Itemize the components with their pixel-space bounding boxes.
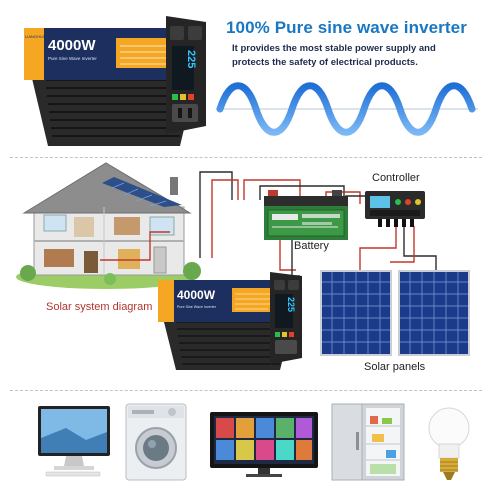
headline-line-1: It provides the most stable power supply…: [232, 43, 436, 54]
washing-machine-image: [125, 403, 187, 481]
house-illustration: [16, 162, 201, 289]
sine-wave-graphic: [216, 74, 478, 144]
inverter-middle-power: 4000W: [177, 288, 216, 302]
section-divider-bottom: [10, 390, 482, 391]
controller-label: Controller: [372, 172, 420, 184]
battery-image: [264, 190, 348, 240]
inverter-middle-model: Pure Sine Wave Inverter: [177, 305, 217, 309]
solar-panels-label: Solar panels: [364, 361, 426, 373]
solar-system-diagram-label: Solar system diagram: [46, 301, 153, 313]
inverter-top-power: 4000W: [48, 37, 96, 54]
television-image: [210, 412, 318, 477]
inverter-top-display: 225: [185, 50, 197, 68]
headline-title: 100% Pure sine wave inverter: [226, 18, 467, 37]
solar-panel-right: [398, 270, 470, 356]
inverter-top-image: 4000W LIANGHUI Pure Sine Wave Inverter 2…: [24, 16, 206, 146]
battery-label: Battery: [294, 240, 329, 252]
inverter-middle-image: 4000W Pure Sine Wave Inverter 225: [158, 272, 302, 370]
controller-image: [365, 191, 425, 227]
inverter-top-brand: LIANGHUI: [25, 34, 44, 39]
solar-panel-left: [320, 270, 392, 356]
computer-monitor-image: [38, 406, 110, 477]
section-divider-top: [10, 157, 482, 158]
inverter-top-model: Pure Sine Wave Inverter: [48, 56, 97, 61]
light-bulb-image: [428, 407, 470, 480]
refrigerator-image: [331, 403, 405, 481]
inverter-middle-display: 225: [286, 297, 296, 312]
headline-line-2: protects the safety of electrical produc…: [232, 57, 418, 68]
